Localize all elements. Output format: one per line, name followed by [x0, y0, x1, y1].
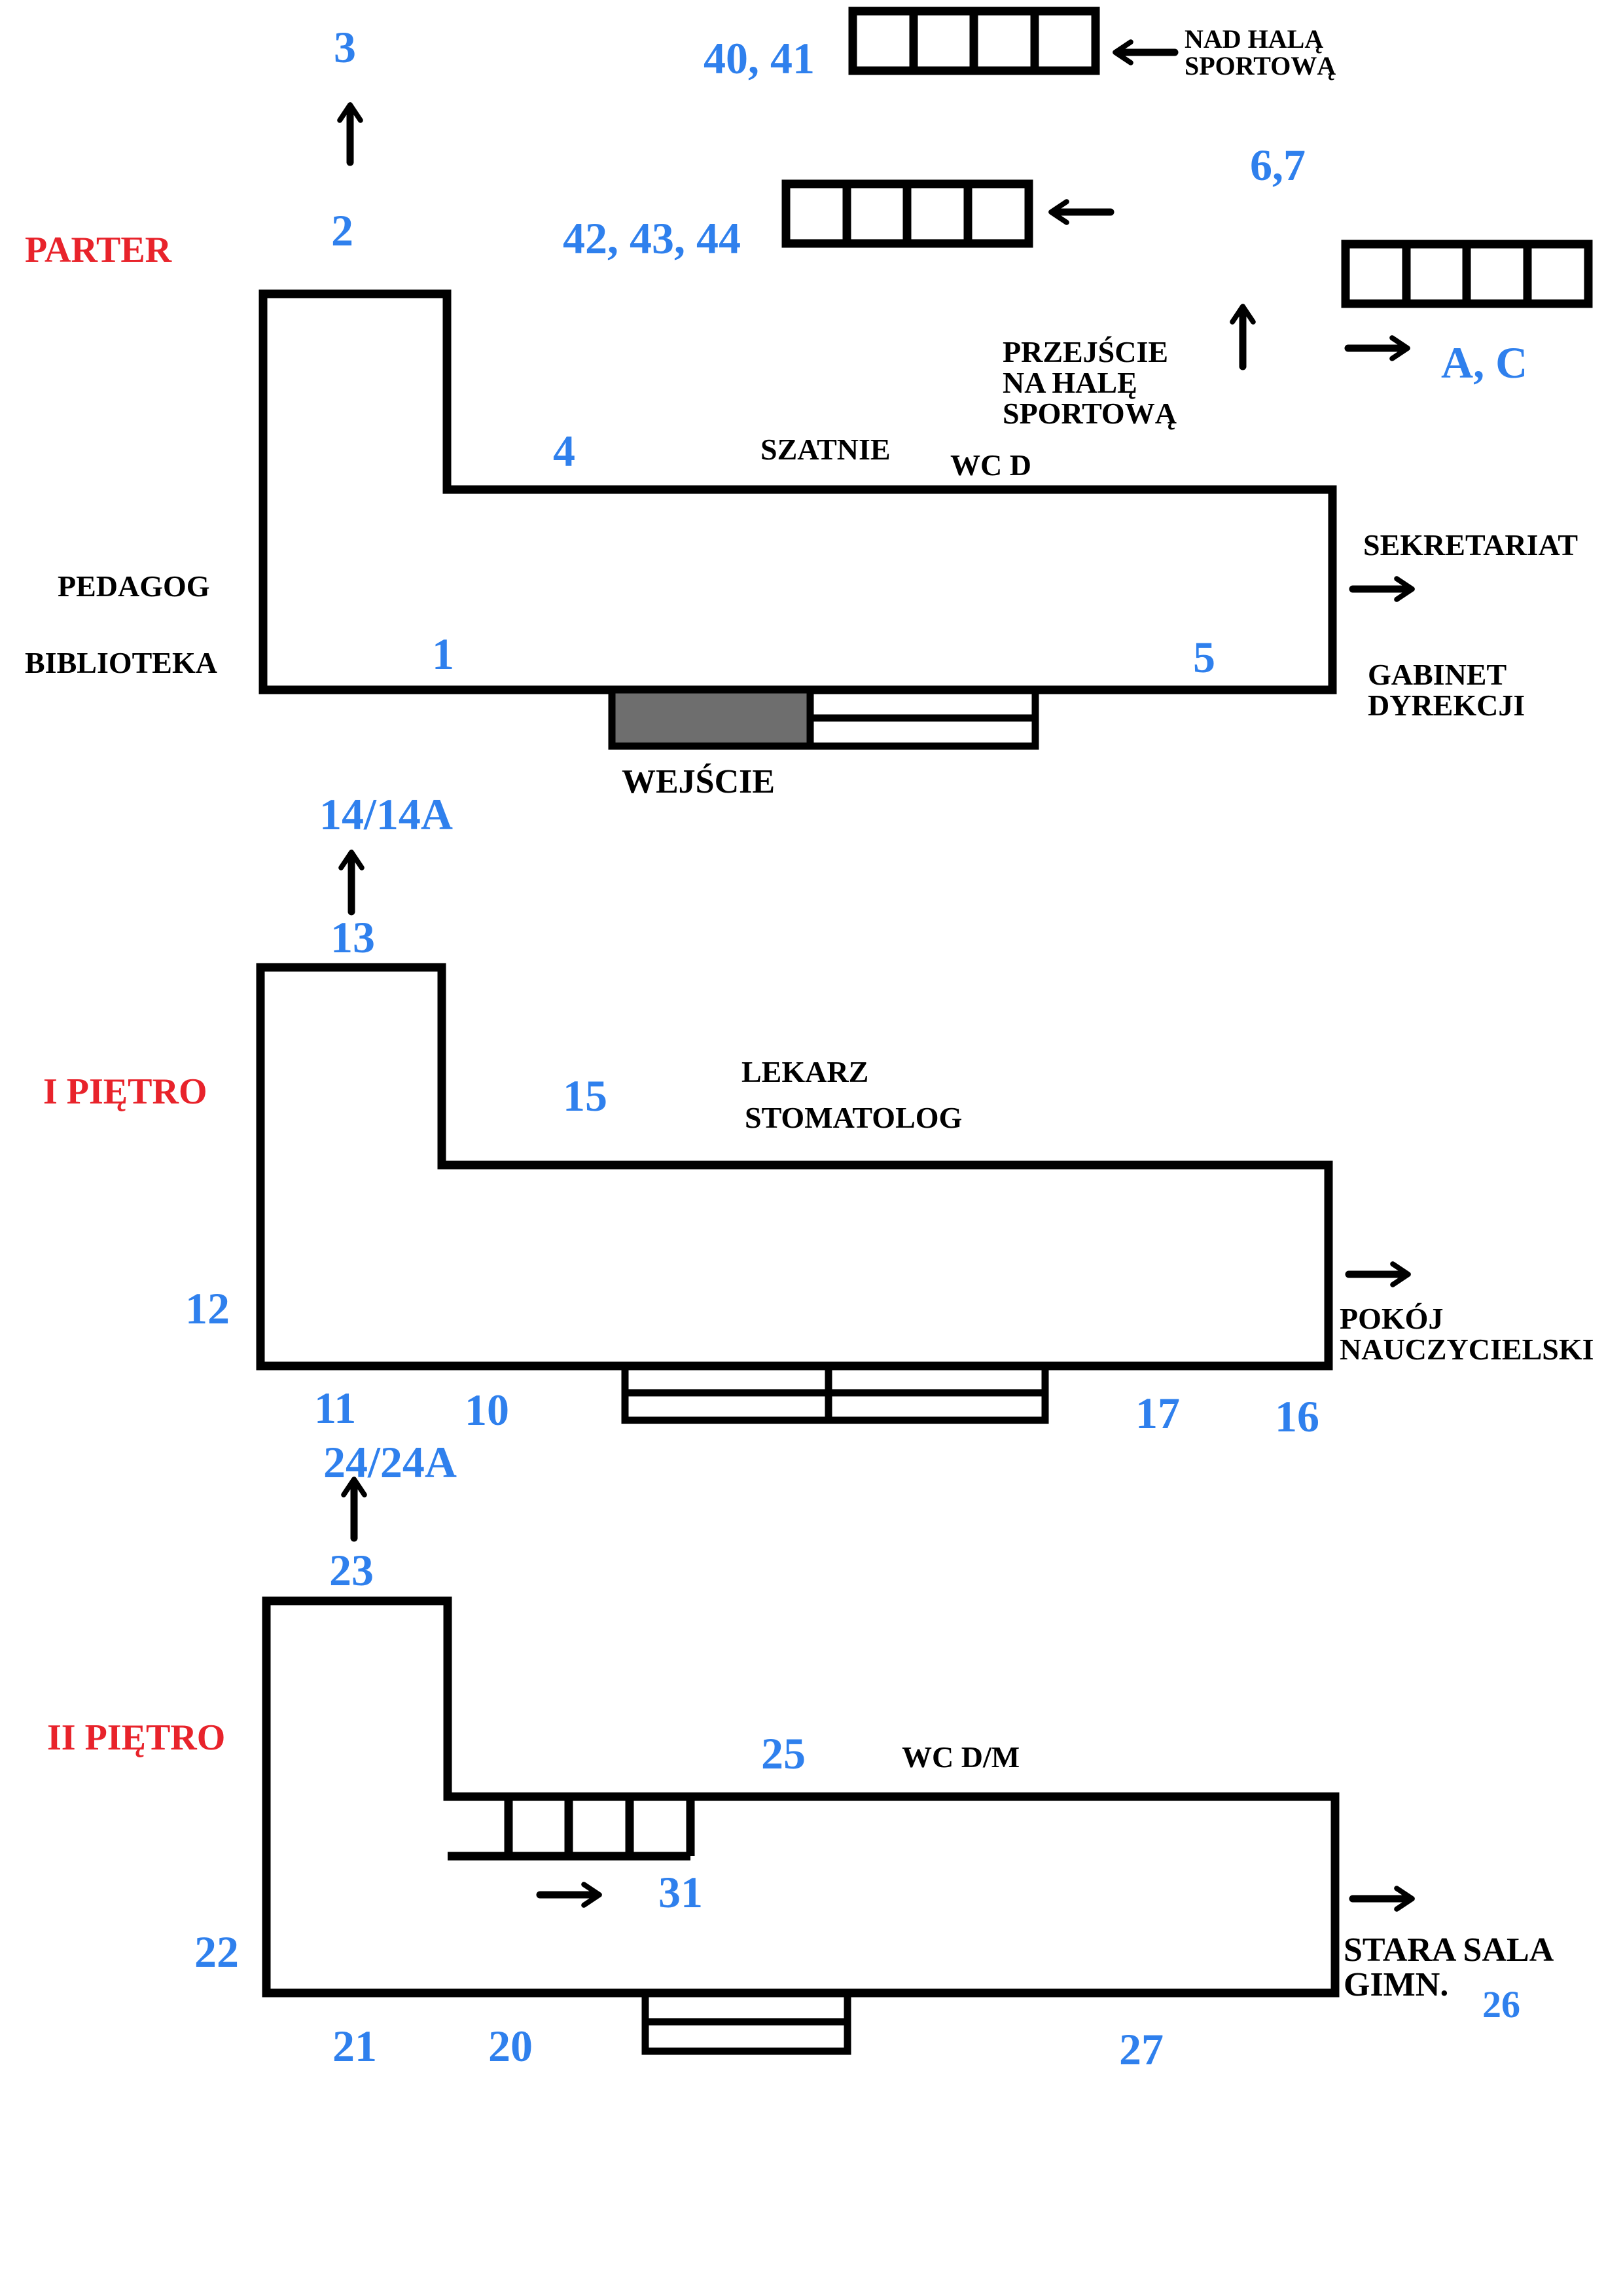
pietro-1-arrows: [338, 850, 1411, 1287]
floor-label-pietro-2: II PIĘTRO: [47, 1717, 226, 1758]
floor-label-parter: PARTER: [25, 230, 172, 270]
room-17: 17: [1135, 1388, 1180, 1438]
room-26: 26: [1482, 1983, 1520, 2026]
room-25: 25: [761, 1729, 806, 1778]
room-16: 16: [1275, 1391, 1319, 1441]
parter-block-6-7: [1341, 240, 1593, 308]
room-1: 1: [432, 629, 454, 679]
room-4: 4: [553, 426, 575, 476]
label-wejscie: WEJŚCIE: [622, 763, 776, 800]
pietro-2-block-31: [448, 1797, 695, 1861]
room-20: 20: [488, 2021, 533, 2071]
room-13: 13: [330, 912, 375, 962]
parter-building-outline: [259, 289, 1337, 694]
parter-block-40-41: [848, 7, 1100, 75]
room-a-c: A, C: [1441, 338, 1528, 387]
room-6-7: 6,7: [1250, 140, 1306, 190]
label-biblioteka: BIBLIOTEKA: [25, 646, 217, 679]
room-5: 5: [1193, 632, 1215, 682]
label-nad-hala-sportowa: NAD HALĄ SPORTOWĄ: [1185, 24, 1336, 81]
room-2: 2: [331, 206, 353, 255]
room-40-41: 40, 41: [704, 33, 815, 83]
parter-stairs: [806, 686, 1039, 750]
room-22: 22: [194, 1927, 239, 1977]
room-21: 21: [332, 2021, 377, 2071]
label-wc-d: WC D: [950, 448, 1031, 482]
parter-block-42-44: [781, 179, 1033, 248]
room-15: 15: [563, 1071, 607, 1121]
pietro-2-stairs: [641, 1989, 851, 2055]
pietro-2-arrows: [341, 1477, 1415, 1912]
floor-label-pietro-1: I PIĘTRO: [43, 1071, 207, 1112]
label-wc-d-m: WC D/M: [902, 1740, 1020, 1774]
room-42-43-44: 42, 43, 44: [563, 213, 741, 263]
pietro-2-building-outline: [262, 1596, 1340, 1998]
room-10: 10: [465, 1385, 509, 1435]
label-stomatolog: STOMATOLOG: [745, 1101, 963, 1134]
label-szatnie: SZATNIE: [760, 433, 891, 466]
label-gabinet-dyrekcji: GABINET DYREKCJI: [1368, 658, 1525, 722]
pietro-1-building-outline: [256, 963, 1333, 1371]
room-27: 27: [1119, 2024, 1164, 2074]
room-12: 12: [185, 1283, 230, 1333]
label-sekretariat: SEKRETARIAT: [1363, 528, 1578, 562]
pietro-1-stairs: [621, 1362, 1049, 1424]
parter-entrance: [608, 686, 814, 750]
room-31: 31: [658, 1867, 703, 1917]
label-stara-sala-gimn: STARA SALA GIMN.: [1344, 1931, 1554, 2004]
parter-arrows: [337, 39, 1415, 602]
room-23: 23: [329, 1545, 374, 1595]
label-przejscie-na-hale: PRZEJŚCIE NA HALĘ SPORTOWĄ: [1003, 335, 1177, 430]
room-3: 3: [334, 22, 356, 72]
room-14-14a: 14/14A: [319, 789, 453, 839]
room-11: 11: [314, 1383, 357, 1433]
label-pokoj-nauczycielski: POKÓJ NAUCZYCIELSKI: [1340, 1302, 1594, 1366]
room-24-24a: 24/24A: [323, 1437, 457, 1487]
label-pedagog: PEDAGOG: [58, 569, 210, 603]
label-lekarz: LEKARZ: [741, 1055, 869, 1088]
